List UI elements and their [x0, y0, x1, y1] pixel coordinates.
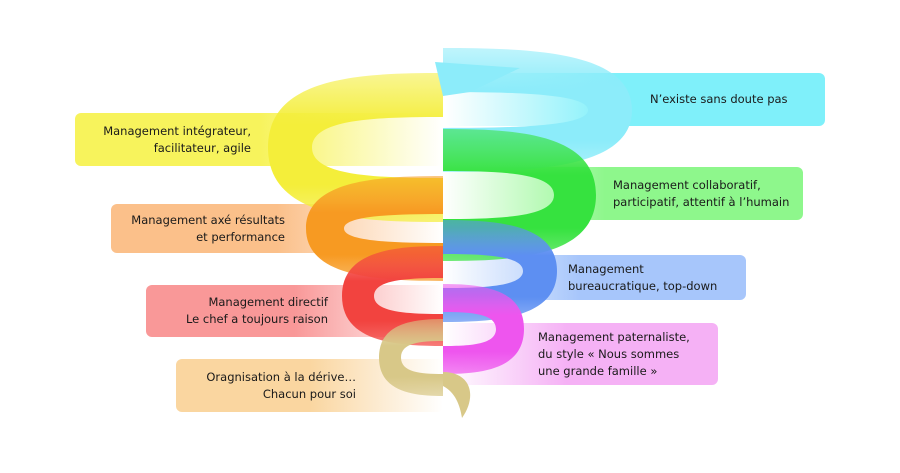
level-7-label: Management paternaliste, du style « Nous… [443, 323, 718, 385]
level-3-line-2: participatif, attentif à l’humain [613, 194, 790, 209]
level-3-line-1: Management collaboratif, [613, 177, 761, 192]
level-7-line-3: une grande famille » [538, 363, 658, 378]
level-4-line-2: et performance [196, 229, 285, 244]
spiral-segment-7 [443, 284, 524, 374]
level-1-line-1: N’existe sans doute pas [650, 92, 788, 106]
level-8-line-1: Oragnisation à la dérive… [206, 369, 356, 384]
level-8-background [176, 359, 443, 412]
level-1-label: N’existe sans doute pas [445, 73, 825, 126]
level-2-line-2: facilitateur, agile [153, 140, 251, 155]
spiral-top-tip [435, 62, 520, 96]
level-5-line-2: bureaucratique, top-down [568, 278, 718, 293]
level-3-label: Management collaboratif, participatif, a… [443, 167, 803, 220]
level-6-line-2: Le chef a toujours raison [185, 312, 328, 326]
label-backgrounds [75, 73, 825, 412]
level-2-line-1: Management intégrateur, [103, 123, 251, 138]
level-4-label: Management axé résultats et performance [111, 204, 443, 253]
spiral-bottom-tail [443, 372, 471, 418]
level-7-line-2: du style « Nous sommes [538, 346, 680, 361]
level-4-line-1: Management axé résultats [131, 212, 285, 227]
level-5-line-1: Management [568, 261, 644, 276]
spiral-segment-8 [379, 319, 443, 396]
level-6-label: Management directif Le chef a toujours r… [146, 285, 443, 337]
spiral-segments [268, 48, 632, 418]
level-3-background [443, 167, 803, 220]
level-8-line-2: Chacun pour soi [262, 386, 356, 401]
level-2-background [75, 113, 443, 166]
level-6-line-1: Management directif [208, 295, 328, 309]
level-2-label: Management intégrateur, facilitateur, ag… [75, 113, 443, 166]
level-8-label: Oragnisation à la dérive… Chacun pour so… [176, 359, 443, 412]
level-5-label: Management bureaucratique, top-down [443, 255, 746, 300]
level-7-line-1: Management paternaliste, [538, 329, 690, 344]
